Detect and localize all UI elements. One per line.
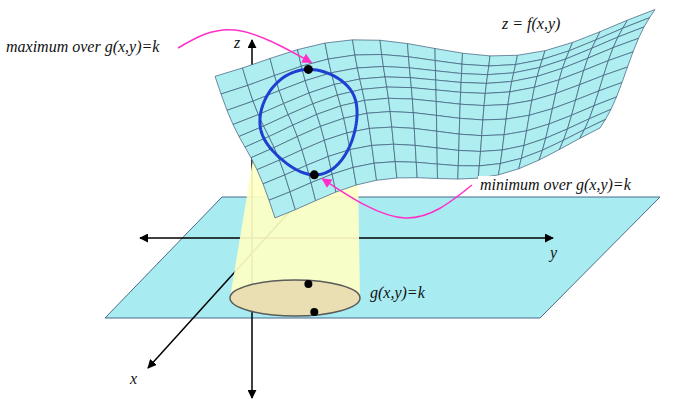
surface-cell (355, 54, 383, 67)
leader-arrows (178, 30, 472, 218)
annotation-label: maximum over g(x,y)=k (4, 38, 161, 56)
function-label: z = f(x,y) (500, 15, 562, 33)
surface-cell (416, 162, 437, 178)
surface-cell (460, 104, 484, 120)
surface-cell (559, 130, 584, 150)
surface-cell (458, 150, 480, 165)
constraint-curve-path (260, 69, 357, 174)
surface-cell (460, 92, 485, 105)
surface-cell (461, 82, 487, 93)
surface-cell (458, 166, 480, 179)
surface-cell (519, 150, 543, 169)
surface-cell (390, 112, 414, 129)
surface-cell (394, 144, 417, 162)
surface-cell (392, 127, 415, 145)
surface-mesh (215, 10, 655, 218)
surface-cell (539, 140, 563, 160)
surface-cell (395, 162, 417, 178)
surface-cell (498, 158, 521, 175)
surface-cell (367, 112, 392, 129)
axis-label: y (548, 244, 559, 262)
surface-cell (353, 163, 376, 185)
surface-cell (353, 40, 382, 55)
surface-cell (385, 77, 411, 88)
surface-cell (485, 82, 512, 94)
surface-cell (459, 118, 483, 135)
surface-cell (374, 162, 397, 181)
surface-cell (414, 128, 437, 148)
leader-arrow (322, 179, 472, 218)
surface-cell (437, 131, 459, 150)
surface-cell (437, 148, 459, 166)
leader-arrow (178, 30, 311, 63)
surface-cell (461, 74, 488, 84)
surface-cell (388, 98, 413, 112)
surface-cell (484, 92, 510, 106)
surface-cell (482, 119, 506, 136)
surface-cell (462, 53, 490, 66)
surface-cell (437, 164, 458, 179)
xy-plane (105, 197, 660, 318)
surface-cell (372, 144, 395, 163)
surface-cell (462, 64, 489, 74)
surface-cell (369, 127, 393, 145)
surface-cell (365, 98, 391, 113)
surface-cell (380, 40, 408, 57)
annotation-label: minimum over g(x,y)=k (478, 176, 633, 194)
extremum-dot (310, 170, 319, 179)
surface-cell (382, 54, 410, 67)
plane-points (304, 280, 318, 316)
axis-label: z (232, 34, 242, 52)
axis-label: x (128, 370, 139, 388)
plane-dot (304, 280, 312, 288)
surface-cell (481, 135, 505, 152)
surface-cell (483, 104, 508, 119)
extremum-dot (304, 65, 313, 74)
constraint-curve (260, 65, 357, 179)
constraint-region (230, 280, 360, 316)
constraint-label: g(x,y)=k (368, 284, 427, 302)
plane-dot (310, 308, 318, 316)
surface-cell (580, 119, 606, 138)
surface-cell (415, 145, 437, 164)
surface-cell (459, 134, 482, 151)
surface-cell (383, 67, 410, 78)
surface-cell (387, 87, 413, 99)
